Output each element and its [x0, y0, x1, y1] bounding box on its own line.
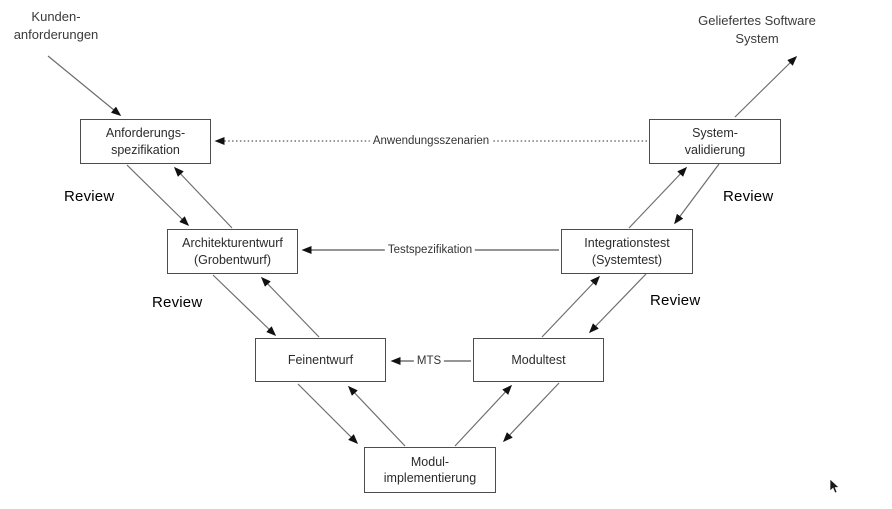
- edge-label-anwendungsszenarien: Anwendungsszenarien: [369, 135, 493, 147]
- arrow-modultest-review-down: [502, 382, 560, 443]
- arrow-delivered-system-out: [734, 55, 798, 118]
- arrow-systemvalidierung-review-down: [674, 163, 720, 225]
- node-label-line1: Integrationstest: [584, 236, 670, 250]
- node-label-line1: Architekturentwurf: [182, 236, 283, 250]
- node-label-line1: System-: [692, 126, 738, 140]
- review-label-right-middle: Review: [650, 292, 701, 309]
- delivered-system-line1: Geliefertes Software: [698, 13, 816, 28]
- node-label-line1: Feinentwurf: [287, 352, 354, 367]
- node-label-line2: (Systemtest): [591, 252, 663, 267]
- node-systemvalidierung: System- validierung: [649, 119, 781, 164]
- arrow-modultest-to-integrationstest: [541, 275, 601, 338]
- arrow-feinentwurf-review-up: [260, 276, 320, 338]
- node-label-line2: (Grobentwurf): [193, 252, 272, 267]
- mouse-cursor-icon: [829, 479, 840, 494]
- node-anforderungsspezifikation: Anforderungs- spezifikation: [80, 119, 211, 164]
- customer-requirements-line2: anforderungen: [13, 26, 99, 42]
- delivered-system-line2: System: [735, 30, 779, 46]
- edge-label-mts: MTS: [413, 355, 445, 367]
- arrow-architektur-to-feinentwurf: [212, 274, 277, 337]
- node-feinentwurf: Feinentwurf: [255, 338, 386, 382]
- arrow-modulimplementierung-to-modultest: [454, 384, 513, 447]
- node-label-line2: implementierung: [383, 471, 477, 485]
- node-label-line1: Anforderungs-: [105, 126, 186, 140]
- node-architekturentwurf: Architekturentwurf (Grobentwurf): [167, 229, 298, 274]
- review-label-right-top: Review: [723, 188, 774, 205]
- node-modultest: Modultest: [473, 338, 604, 382]
- arrow-modulimplementierung-review-up: [347, 385, 406, 447]
- arrow-integrationstest-to-systemvalidierung: [628, 166, 688, 229]
- review-label-left-middle: Review: [152, 294, 203, 311]
- node-label-line2: validierung: [684, 142, 746, 157]
- edge-label-testspezifikation: Testspezifikation: [384, 244, 476, 256]
- node-label-line1: Modultest: [511, 352, 566, 367]
- arrow-anforderung-to-architektur: [126, 164, 190, 227]
- review-label-left-top: Review: [64, 188, 115, 205]
- node-modulimplementierung: Modul- implementierung: [364, 447, 496, 493]
- customer-requirements-line1: Kunden-: [31, 9, 81, 24]
- node-label-line2: spezifikation: [111, 142, 180, 157]
- arrow-feinentwurf-to-modulimplementierung: [297, 383, 359, 445]
- arrow-architektur-review-up: [173, 166, 233, 229]
- arrow-integrationstest-review-down: [588, 273, 647, 334]
- node-integrationstest: Integrationstest (Systemtest): [561, 229, 693, 274]
- arrow-customer-requirements-in: [47, 55, 122, 116]
- delivered-system-label: Geliefertes Software System: [644, 12, 870, 47]
- node-label-line1: Modul-: [410, 454, 450, 469]
- customer-requirements-label: Kunden- anforderungen: [8, 8, 104, 43]
